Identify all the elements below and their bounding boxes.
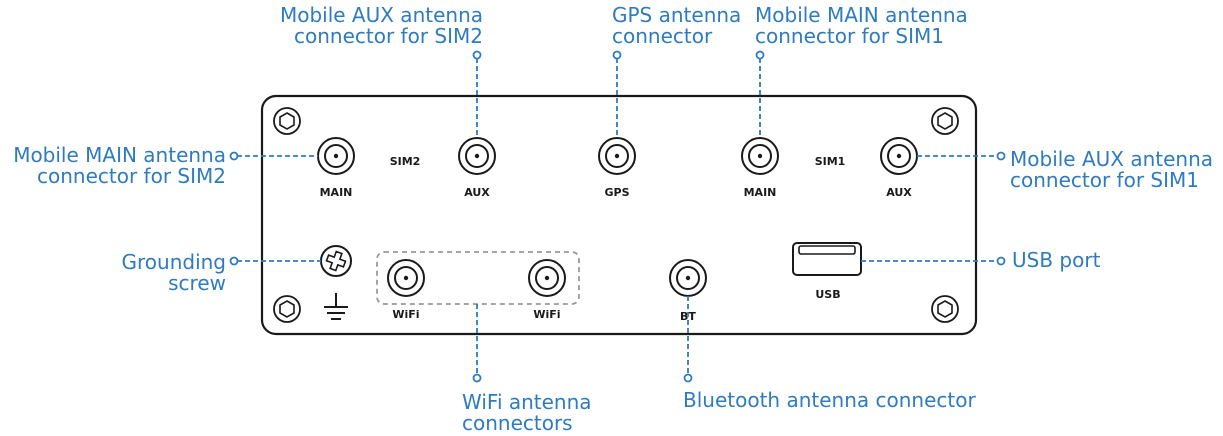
- device-panel: [260, 94, 978, 336]
- panel-label-wifi-1: WiFi: [392, 308, 419, 321]
- leader-dot-grounding: [229, 256, 239, 266]
- leader-dot-aux-sim2: [472, 50, 482, 60]
- leader-dot-main-sim2: [229, 151, 239, 161]
- callout-usb: USB port: [1012, 250, 1100, 271]
- callout-main-sim1: Mobile MAIN antenna connector for SIM1: [755, 5, 968, 47]
- panel-label-sim2: SIM2: [390, 155, 421, 168]
- leader-dot-gps: [612, 50, 622, 60]
- gps-connector-icon: [598, 137, 636, 175]
- callout-wifi-line1: WiFi antenna: [462, 390, 592, 414]
- main-sim1-connector-icon: [741, 137, 779, 175]
- callout-aux-sim1: Mobile AUX antenna connector for SIM1: [1010, 149, 1213, 191]
- callout-aux-sim2-line1: Mobile AUX antenna: [279, 3, 483, 27]
- callout-bluetooth-line1: Bluetooth antenna connector: [683, 388, 976, 412]
- callout-aux-sim2: Mobile AUX antenna connector for SIM2: [280, 5, 483, 47]
- callout-grounding-line1: Grounding: [121, 250, 227, 274]
- usb-port-icon: [792, 242, 862, 276]
- leader-dot-aux-sim1: [996, 151, 1006, 161]
- wifi-connector-1-icon: [387, 259, 425, 297]
- wifi-group-box: [376, 251, 580, 305]
- panel-label-main-sim1: MAIN: [744, 186, 777, 199]
- leader-dot-bt: [683, 373, 693, 383]
- callout-main-sim2: Mobile MAIN antenna connector for SIM2: [13, 145, 226, 187]
- callout-usb-line1: USB port: [1012, 248, 1101, 272]
- callout-gps-line1: GPS antenna: [612, 3, 742, 27]
- callout-wifi-line2: connectors: [462, 411, 573, 435]
- aux-sim2-connector-icon: [458, 137, 496, 175]
- callout-grounding: Grounding screw: [122, 252, 227, 294]
- corner-screw-top-left: [273, 107, 301, 135]
- panel-label-sim1: SIM1: [815, 155, 846, 168]
- callout-wifi: WiFi antenna connectors: [462, 392, 592, 434]
- callout-grounding-line2: screw: [168, 271, 226, 295]
- panel-label-usb: USB: [815, 288, 840, 301]
- callout-aux-sim1-line2: connector for SIM1: [1010, 168, 1199, 192]
- corner-screw-bottom-left: [273, 295, 301, 323]
- callout-aux-sim2-line2: connector for SIM2: [294, 24, 483, 48]
- callout-aux-sim1-line1: Mobile AUX antenna: [1010, 147, 1214, 171]
- panel-label-aux-sim2: AUX: [464, 186, 490, 199]
- leader-dot-usb: [996, 256, 1006, 266]
- ground-symbol-icon: [324, 293, 348, 320]
- callout-main-sim2-line2: connector for SIM2: [37, 164, 226, 188]
- callout-gps-line2: connector: [612, 24, 713, 48]
- callout-gps: GPS antenna connector: [612, 5, 741, 47]
- panel-label-main-sim2: MAIN: [320, 186, 353, 199]
- wifi-connector-2-icon: [528, 259, 566, 297]
- callout-main-sim1-line1: Mobile MAIN antenna: [755, 3, 968, 27]
- panel-label-wifi-2: WiFi: [533, 308, 560, 321]
- callout-bluetooth: Bluetooth antenna connector: [683, 390, 976, 411]
- leader-dot-main-sim1: [755, 50, 765, 60]
- panel-label-gps: GPS: [604, 186, 629, 199]
- panel-label-aux-sim1: AUX: [886, 186, 912, 199]
- callout-main-sim2-line1: Mobile MAIN antenna: [13, 143, 226, 167]
- corner-screw-top-right: [931, 107, 959, 135]
- callout-main-sim1-line2: connector for SIM1: [755, 24, 944, 48]
- leader-dot-wifi: [472, 373, 482, 383]
- corner-screw-bottom-right: [931, 295, 959, 323]
